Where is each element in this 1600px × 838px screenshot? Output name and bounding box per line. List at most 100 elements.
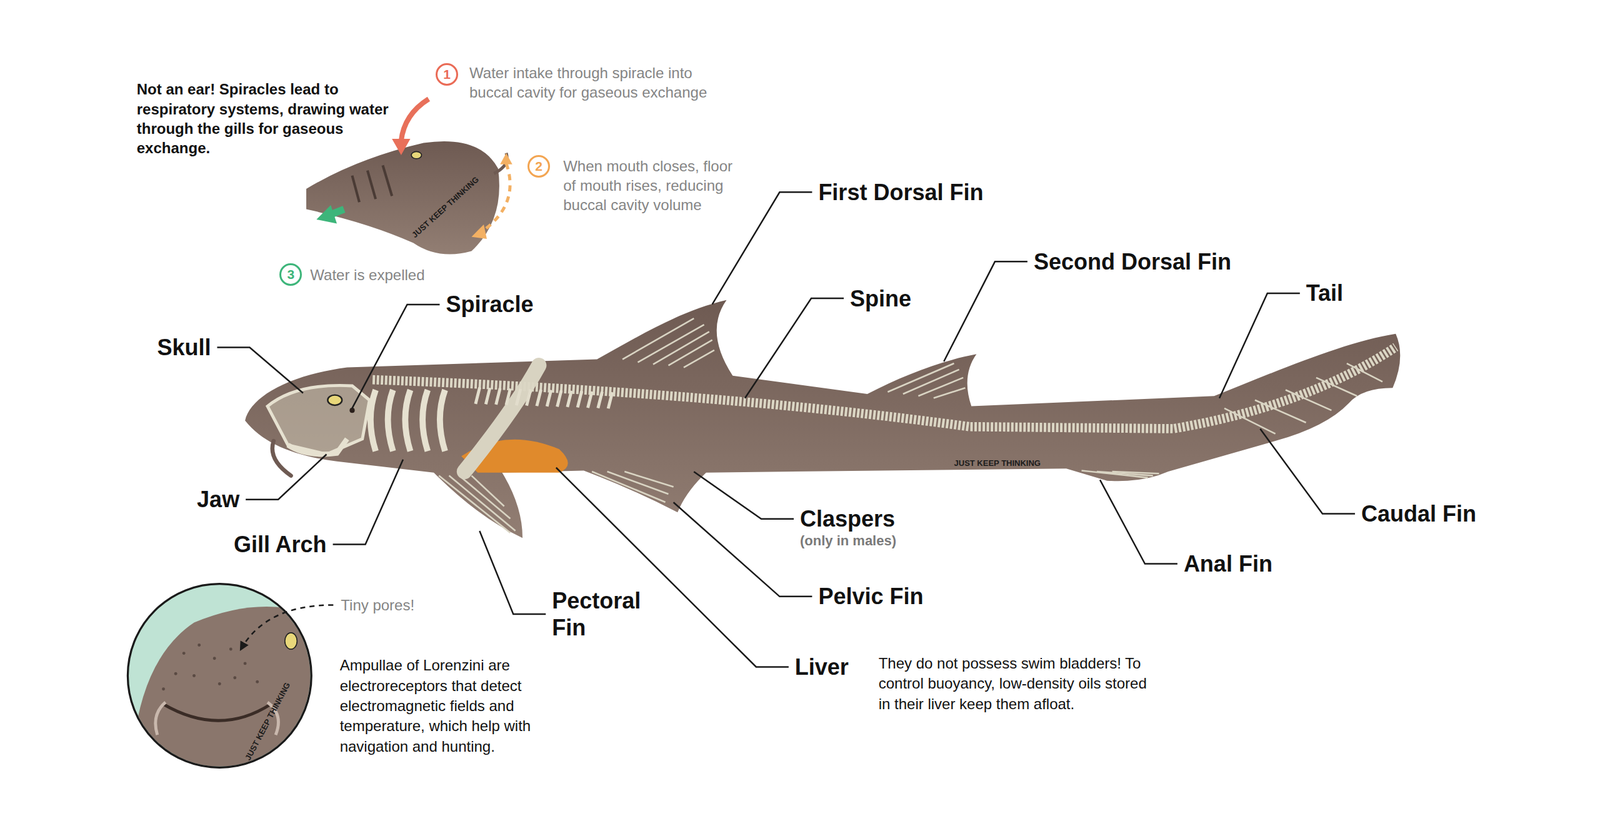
rib [516, 388, 521, 405]
gill-slits [351, 165, 392, 202]
part-label: Spiracle [445, 290, 534, 318]
leader-line [556, 467, 789, 667]
leader-line [745, 298, 844, 399]
leader-line [216, 346, 303, 393]
rib [588, 391, 593, 408]
fin-ray [624, 471, 674, 487]
callout-number: 2 [527, 155, 550, 178]
fin-ray [1111, 471, 1159, 474]
leader-line [943, 261, 1028, 362]
rib [608, 391, 613, 409]
step-note: When mouth closes, floor of mouth rises,… [563, 156, 747, 215]
spiracle-hole [349, 407, 355, 413]
fin-ray [1255, 400, 1307, 423]
part-label: Spine [850, 285, 912, 312]
inset-border [127, 583, 312, 768]
part-label: Tail [1306, 279, 1344, 307]
rib [577, 390, 582, 407]
side-note: Not an ear! Spiracles lead to respirator… [136, 79, 405, 158]
leader-line [351, 304, 440, 409]
rib [536, 389, 542, 406]
fin-rays [370, 318, 1383, 533]
jaw-bone [288, 438, 348, 454]
face-eye [285, 632, 298, 649]
rib [557, 390, 562, 407]
gill-arch [370, 389, 376, 451]
part-label: Second Dorsal Fin [1033, 248, 1232, 275]
part-label: Skull [156, 333, 211, 361]
fin-ray [1285, 389, 1332, 410]
info-note: Ampullae of Lorenzini are electrorecepto… [340, 655, 597, 757]
mouth [163, 703, 271, 720]
fin-ray [918, 377, 964, 396]
part-label: Pectoral Fin [551, 586, 667, 641]
intake-arrowhead [391, 138, 410, 155]
skull-bone [267, 385, 370, 454]
fin-ray [933, 387, 966, 398]
fin-ray [1316, 377, 1357, 396]
leader-line [479, 530, 546, 614]
inset-eye [411, 151, 422, 159]
fin-ray [1224, 408, 1276, 434]
step-note: Water intake through spiracle into bucca… [469, 63, 710, 102]
fin-ray [683, 350, 715, 368]
fin-ray [591, 471, 666, 502]
watermark: JUST KEEP THINKING [410, 175, 481, 240]
info-note: They do not possess swim bladders! To co… [878, 653, 1149, 714]
leader-line [693, 471, 794, 519]
fin-ray [887, 363, 954, 392]
face-closeup [130, 606, 327, 786]
leader-line [1219, 293, 1300, 399]
expel-arrowhead [316, 205, 337, 224]
callout-number: 3 [279, 263, 302, 286]
callout-number: 1 [435, 63, 459, 86]
gill-arch [405, 389, 410, 451]
mouth-arrowhead [471, 224, 487, 239]
rib [506, 388, 511, 405]
inset-head [306, 141, 500, 255]
part-label: Jaw [196, 485, 240, 513]
eye [327, 395, 342, 405]
mouth-arrow [481, 163, 510, 232]
fin-ray [1346, 363, 1383, 382]
rib [546, 390, 552, 407]
leader-line [1260, 428, 1355, 514]
rib [598, 391, 603, 409]
part-label: Liver [795, 653, 849, 680]
rib [567, 390, 572, 407]
pores-label: Tiny pores! [340, 595, 415, 615]
fin-ray [438, 475, 510, 533]
rib [526, 389, 532, 406]
fin-ray [471, 475, 504, 507]
part-label: Anal Fin [1183, 550, 1273, 577]
leader-line [333, 459, 404, 545]
watermark: JUST KEEP THINKING [954, 458, 1041, 468]
fin-ray [653, 331, 710, 364]
leader-line [1100, 479, 1178, 564]
fin-ray [622, 318, 694, 359]
leader-line [245, 454, 327, 500]
barbel [272, 440, 292, 475]
part-label: Gill Arch [233, 530, 327, 558]
gill-arch [422, 389, 428, 451]
shark-body [245, 300, 1400, 538]
pointer-arrow [240, 604, 334, 649]
fin-ray [449, 475, 516, 531]
intake-arrow [401, 98, 429, 141]
watermark: JUST KEEP THINKING [243, 680, 292, 762]
part-label: Caudal Fin [1361, 500, 1477, 527]
pores [161, 643, 259, 690]
part-label: Pelvic Fin [818, 582, 924, 610]
fin-ray [637, 324, 704, 362]
part-label: Claspers [800, 505, 895, 532]
sub-label: (only in males) [800, 532, 897, 549]
rib [485, 387, 490, 404]
face [130, 606, 327, 786]
rib [496, 388, 501, 405]
rib [475, 387, 480, 404]
mouth-arrowhead [500, 153, 513, 165]
leader-line [673, 501, 813, 597]
part-label: First Dorsal Fin [818, 178, 984, 206]
gill-arch [388, 389, 394, 451]
step-note: Water is expelled [310, 265, 425, 285]
